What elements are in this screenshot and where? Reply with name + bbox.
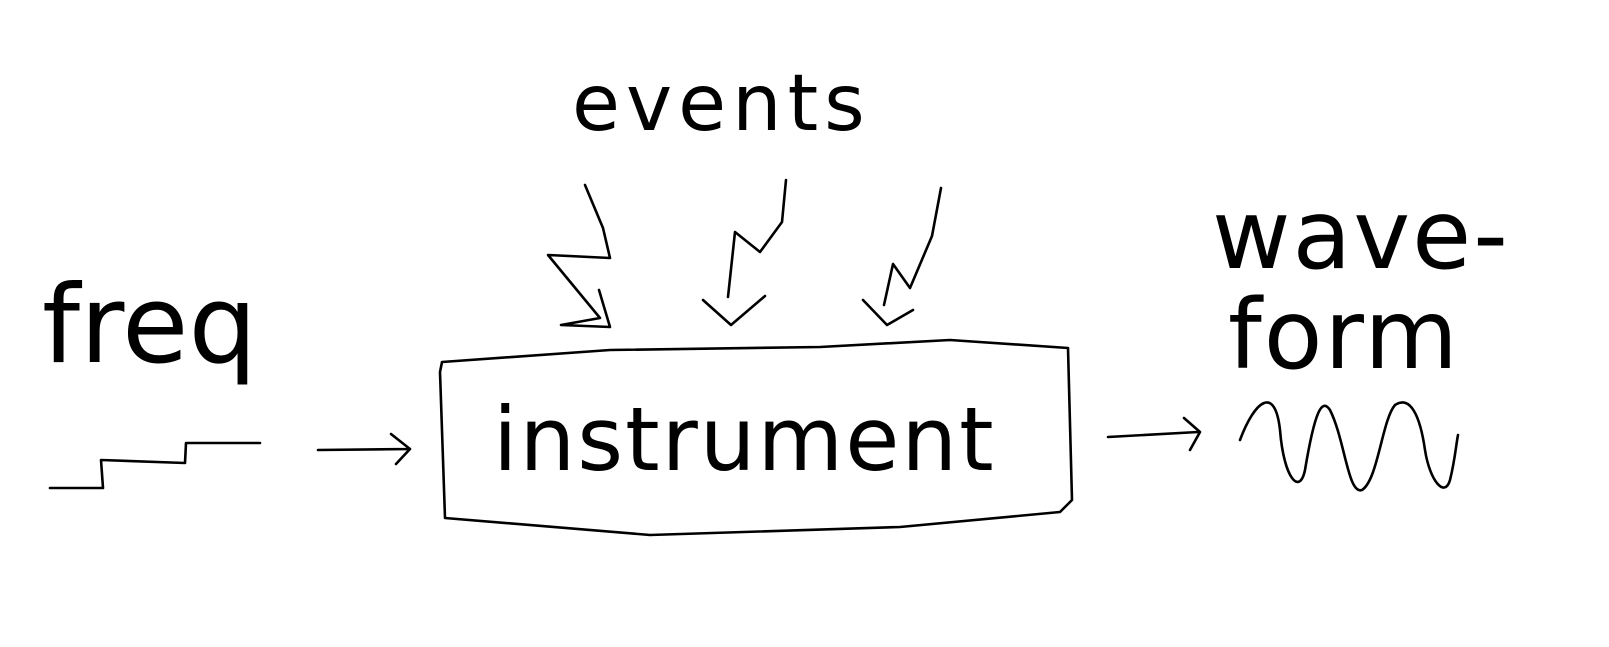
instrument-box — [438, 338, 1074, 537]
freq-label: freq — [42, 263, 257, 388]
waveform-label-line1: wave- — [1212, 179, 1510, 291]
input-arrow — [316, 432, 412, 466]
instrument-label: instrument — [493, 388, 996, 491]
events-label: events — [572, 59, 871, 149]
output-waveform — [1238, 401, 1460, 492]
waveform-label-line2: form — [1228, 279, 1460, 391]
event-arrows — [546, 178, 943, 329]
event-arrow-middle — [701, 178, 788, 327]
output-arrow — [1106, 416, 1202, 452]
event-arrow-right — [861, 186, 943, 327]
freq-step-signal — [48, 441, 262, 490]
event-arrow-left — [546, 183, 612, 329]
